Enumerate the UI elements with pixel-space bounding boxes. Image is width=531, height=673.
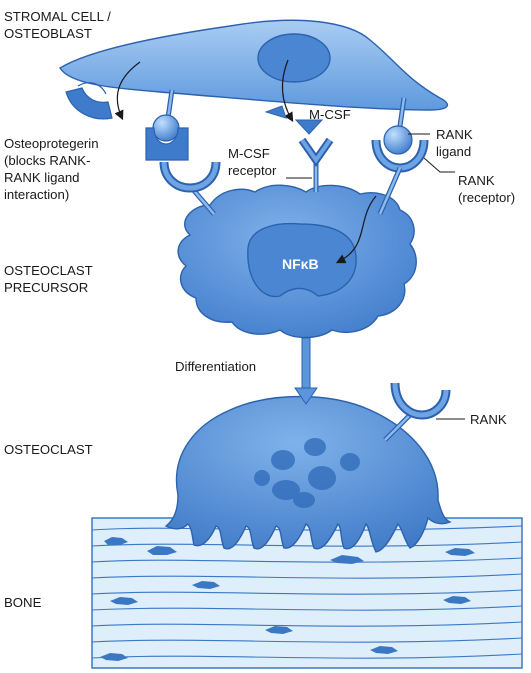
rank-ligand-label: RANK ligand bbox=[436, 126, 473, 160]
mcsf-label: M-CSF bbox=[309, 106, 351, 123]
mcsf-receptor bbox=[302, 140, 330, 192]
mcsf-receptor-label: M-CSF receptor bbox=[228, 145, 276, 179]
rank-label: RANK bbox=[470, 411, 507, 428]
stromal-cell-label: STROMAL CELL / OSTEOBLAST bbox=[4, 8, 111, 42]
bone-label: BONE bbox=[4, 594, 41, 611]
bone-matrix bbox=[92, 518, 522, 668]
osteoclast-precursor-label-line2: PRECURSOR bbox=[4, 279, 93, 296]
rank-receptor-label: RANK (receptor) bbox=[458, 172, 515, 206]
differentiation-label: Differentiation bbox=[175, 358, 256, 375]
rank-receptor-left bbox=[164, 162, 216, 214]
osteoprotegerin-label: Osteoprotegerin (blocks RANK- RANK ligan… bbox=[4, 135, 99, 203]
osteoprotegerin-label-line2: (blocks RANK- bbox=[4, 152, 99, 169]
osteoprotegerin-label-line1: Osteoprotegerin bbox=[4, 135, 99, 152]
osteoprotegerin-molecule bbox=[66, 83, 112, 119]
nfkb-label: NFκB bbox=[282, 256, 319, 272]
differentiation-arrow bbox=[295, 338, 317, 404]
osteoprotegerin-label-line3: RANK ligand bbox=[4, 169, 99, 186]
stromal-cell-label-line1: STROMAL CELL / bbox=[4, 8, 111, 25]
rank-ligand-left bbox=[146, 90, 188, 160]
mcsf-receptor-label-line1: M-CSF bbox=[228, 145, 276, 162]
stromal-cell-label-line2: OSTEOBLAST bbox=[4, 25, 111, 42]
stromal-nucleus bbox=[258, 34, 330, 82]
osteoprotegerin-label-line4: interaction) bbox=[4, 186, 99, 203]
osteoclast-label: OSTEOCLAST bbox=[4, 441, 93, 458]
rank-ligand-label-line1: RANK bbox=[436, 126, 473, 143]
osteoclast-precursor-label-line1: OSTEOCLAST bbox=[4, 262, 93, 279]
osteoclast-precursor-label: OSTEOCLAST PRECURSOR bbox=[4, 262, 93, 296]
rank-ligand-label-line2: ligand bbox=[436, 143, 473, 160]
osteoclast-rank-receptor bbox=[385, 383, 465, 440]
mcsf-receptor-label-line2: receptor bbox=[228, 162, 276, 179]
rank-receptor-label-line1: RANK bbox=[458, 172, 515, 189]
rank-receptor-label-line2: (receptor) bbox=[458, 189, 515, 206]
